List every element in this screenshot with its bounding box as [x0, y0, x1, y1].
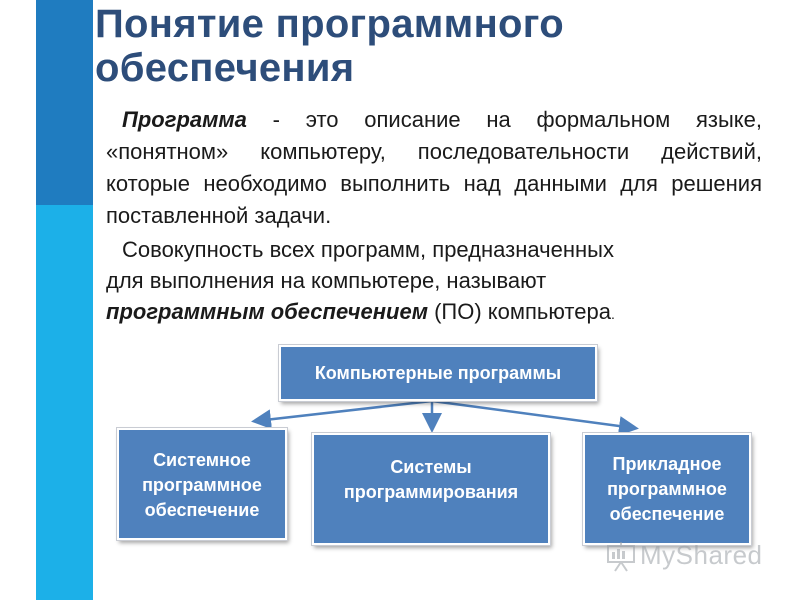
watermark: MyShared — [606, 537, 766, 573]
software-paragraph-line-1: Совокупность всех программ, предназначен… — [122, 237, 614, 262]
connector-left — [251, 399, 433, 430]
software-term: программным обеспечением — [106, 299, 428, 324]
watermark-text: MyShared — [640, 539, 763, 570]
slide-title: Понятие программного обеспечения — [95, 2, 564, 90]
diagram-box-system-software: Системное программное обеспечение — [116, 427, 288, 541]
software-paragraph-line-3: программным обеспечением (ПО) компьютера… — [106, 296, 762, 330]
software-paragraph-line-2: для выполнения на компьютере, называют — [106, 268, 547, 293]
diagram-box-application-software: Прикладное программное обеспечение — [582, 432, 752, 546]
definition-term: Программа — [122, 107, 247, 132]
side-stripe-light — [36, 205, 93, 600]
diagram-box-programming-systems: Системы программирования — [311, 432, 551, 546]
diagram-root-box: Компьютерные программы — [278, 344, 598, 402]
presentation-board-icon — [607, 542, 635, 572]
definition-text: - это описание на формальном языке, «пон… — [106, 107, 762, 228]
side-stripe-dark — [36, 0, 93, 205]
software-term-after: (ПО) компьютера — [427, 299, 611, 324]
connector-right — [431, 399, 639, 436]
software-paragraph: Совокупность всех программ, предназначен… — [106, 234, 762, 330]
definition-paragraph: Программа - это описание на формальном я… — [106, 104, 762, 232]
software-paragraph-period: . — [610, 306, 615, 322]
